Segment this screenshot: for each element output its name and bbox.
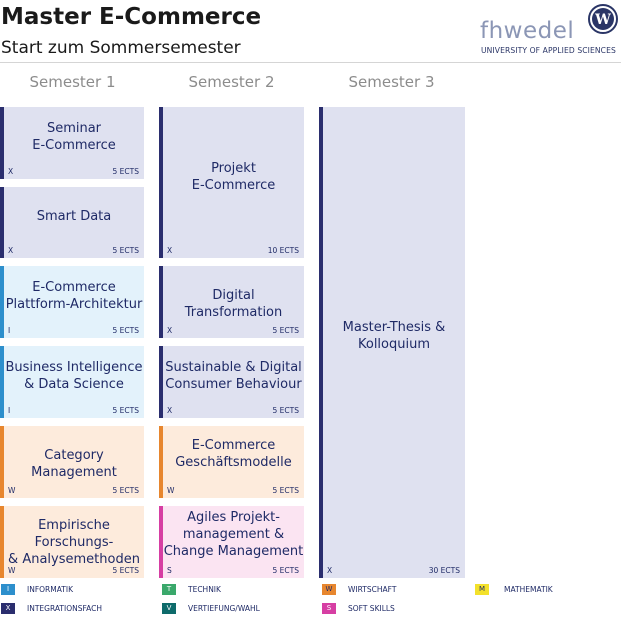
course-name-line: Sustainable & Digital: [165, 360, 302, 375]
course-name-line: E-Commerce: [191, 178, 276, 193]
course-category-code: X: [327, 566, 333, 575]
legend-swatch-mathematik: M: [475, 584, 489, 595]
course-category-code: W: [8, 486, 16, 495]
course-category-code: X: [8, 167, 14, 176]
course-name-line: Empirische Forschungs-: [34, 518, 114, 550]
course-category-code: W: [8, 566, 16, 575]
course-name-line: Consumer Behaviour: [165, 377, 302, 392]
header-divider: [0, 62, 621, 63]
course-name-line: Smart Data: [36, 209, 112, 224]
legend-label-integrationsfach: INTEGRATIONSFACH: [27, 604, 102, 613]
course-name-line: & Data Science: [24, 377, 124, 392]
course-ects: 5 ECTS: [112, 167, 139, 176]
course-category-code: X: [8, 246, 14, 255]
logo-seal-letter: W: [594, 12, 611, 28]
legend-label-informatik: INFORMATIK: [27, 585, 73, 594]
legend-swatch-integrationsfach: X: [1, 603, 15, 614]
legend-swatch-wirtschaft: W: [322, 584, 336, 595]
course-digital-transformation: Digital Transformation X 5 ECTS: [159, 266, 304, 338]
legend-label-mathematik: MATHEMATIK: [504, 585, 553, 594]
course-name-line: Agiles Projekt-: [187, 510, 280, 525]
course-name-line: E-Commerce: [32, 280, 116, 295]
course-ects: 30 ECTS: [428, 566, 460, 575]
page-subtitle: Start zum Sommersemester: [1, 38, 241, 58]
course-name-line: Geschäftsmodelle: [175, 455, 292, 470]
course-ects: 5 ECTS: [272, 326, 299, 335]
course-name-line: E-Commerce: [191, 438, 276, 453]
course-name-line: Seminar: [46, 121, 102, 136]
course-sustainable-consumer: Sustainable & Digital Consumer Behaviour…: [159, 346, 304, 418]
legend-swatch-soft-skills: S: [322, 603, 336, 614]
course-name-line: & Analysemethoden: [8, 552, 140, 567]
semester-3-heading: Semester 3: [348, 73, 435, 91]
course-ects: 5 ECTS: [272, 406, 299, 415]
course-ects: 5 ECTS: [112, 406, 139, 415]
page-title: Master E-Commerce: [1, 4, 262, 30]
course-name-line: management &: [182, 527, 285, 542]
course-smart-data: Smart Data X 5 ECTS: [0, 187, 144, 258]
course-category-code: X: [167, 246, 173, 255]
logo-wordmark: fhwedel: [480, 18, 575, 44]
course-business-intelligence: Business Intelligence & Data Science I 5…: [0, 346, 144, 418]
legend-label-soft-skills: SOFT SKILLS: [348, 604, 395, 613]
course-category-code: X: [167, 406, 173, 415]
course-category-code: W: [167, 486, 175, 495]
legend-label-vertiefung: VERTIEFUNG/WAHL: [188, 604, 260, 613]
course-empirische-forschung: Empirische Forschungs- & Analysemethoden…: [0, 506, 144, 578]
logo-seal-icon: W: [588, 4, 618, 34]
course-seminar-e-commerce: Seminar E-Commerce X 5 ECTS: [0, 107, 144, 179]
course-ects: 5 ECTS: [112, 566, 139, 575]
fh-wedel-logo: fhwedel W UNIVERSITY OF APPLIED SCIENCES: [480, 4, 620, 60]
course-name-line: Plattform-Architektur: [5, 297, 143, 312]
course-name-line: Change Management: [163, 544, 304, 559]
course-ects: 10 ECTS: [267, 246, 299, 255]
course-category-code: I: [8, 326, 11, 335]
course-master-thesis: Master-Thesis & Kolloquium X 30 ECTS: [319, 107, 465, 578]
course-name-line: Projekt: [211, 161, 256, 176]
course-name-line: Master-Thesis &: [342, 320, 446, 335]
course-geschaeftsmodelle: E-Commerce Geschäftsmodelle W 5 ECTS: [159, 426, 304, 498]
course-name-line: Digital Transformation: [184, 288, 283, 320]
course-name-line: Business Intelligence: [5, 360, 143, 375]
course-name-line: Category Management: [31, 448, 117, 480]
legend-label-technik: TECHNIK: [188, 585, 221, 594]
legend-swatch-technik: T: [162, 584, 176, 595]
course-category-management: Category Management W 5 ECTS: [0, 426, 144, 498]
semester-1-heading: Semester 1: [29, 73, 116, 91]
course-name-line: E-Commerce: [32, 138, 116, 153]
course-category-code: X: [167, 326, 173, 335]
course-plattform-architektur: E-Commerce Plattform-Architektur I 5 ECT…: [0, 266, 144, 338]
semester-2-heading: Semester 2: [188, 73, 275, 91]
course-ects: 5 ECTS: [112, 326, 139, 335]
legend-swatch-vertiefung: V: [162, 603, 176, 614]
course-category-code: I: [8, 406, 11, 415]
course-ects: 5 ECTS: [272, 566, 299, 575]
course-category-code: S: [167, 566, 172, 575]
legend-swatch-informatik: I: [1, 584, 15, 595]
course-projekt-e-commerce: Projekt E-Commerce X 10 ECTS: [159, 107, 304, 258]
course-agiles-projektmanagement: Agiles Projekt- management & Change Mana…: [159, 506, 304, 578]
course-ects: 5 ECTS: [272, 486, 299, 495]
logo-tagline: UNIVERSITY OF APPLIED SCIENCES: [481, 46, 616, 55]
legend-label-wirtschaft: WIRTSCHAFT: [348, 585, 397, 594]
course-ects: 5 ECTS: [112, 246, 139, 255]
course-ects: 5 ECTS: [112, 486, 139, 495]
course-name-line: Kolloquium: [357, 337, 430, 352]
